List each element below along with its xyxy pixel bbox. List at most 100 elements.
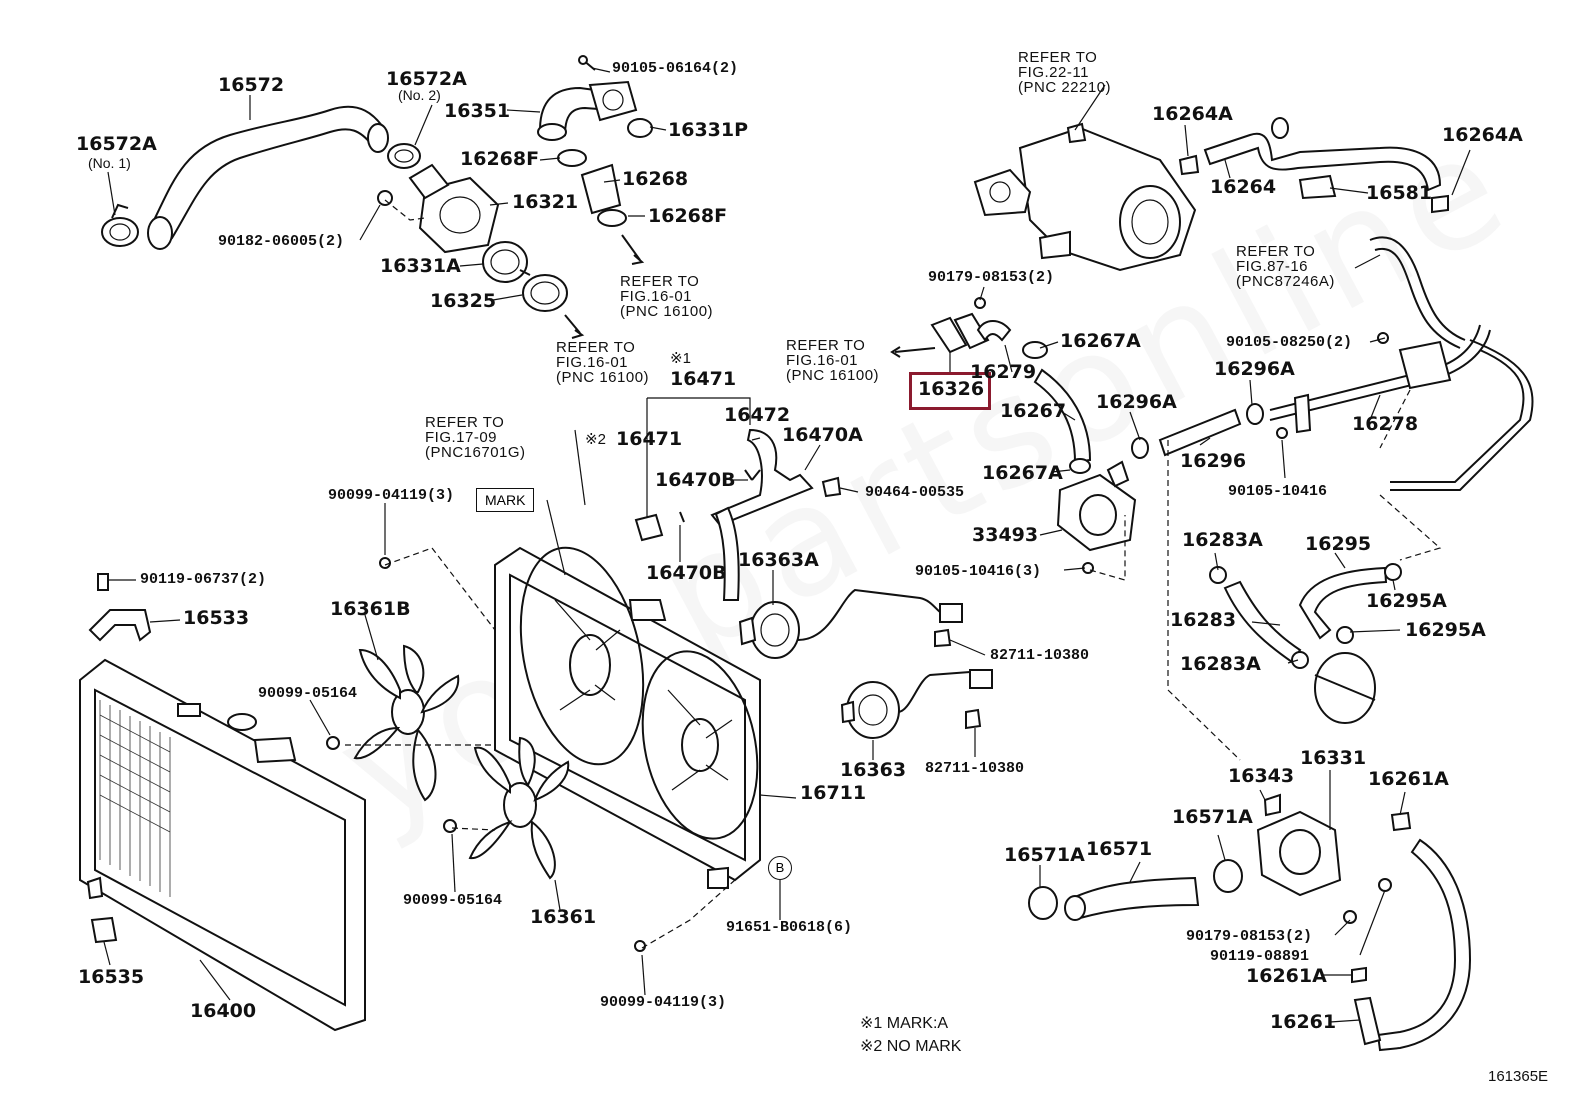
throttle-body-drawing: [973, 122, 1197, 272]
label-16331: 16331: [1300, 747, 1367, 769]
label-16295: 16295: [1305, 533, 1372, 555]
hose-16470A-drawing: [710, 428, 842, 601]
partno-90105-10416-b: 90105-10416: [1228, 483, 1328, 500]
label-16470B-b: 16470B: [646, 562, 727, 584]
label-16267A-bot: 16267A: [982, 462, 1063, 484]
outlet-16331-drawing: [1256, 793, 1392, 924]
partno-90179-08153-a: 90179-08153(2): [928, 269, 1055, 286]
label-16351: 16351: [444, 100, 511, 122]
label-no2: (No. 2): [398, 87, 441, 103]
partno-82711-10380-a: 82711-10380: [990, 647, 1090, 664]
label-16470B-a: 16470B: [655, 469, 736, 491]
label-16261: 16261: [1270, 1011, 1337, 1033]
label-16572: 16572: [218, 74, 285, 96]
label-16363A: 16363A: [738, 549, 819, 571]
footnote-1: ※1 MARK:A: [860, 1015, 949, 1032]
label-16267: 16267: [1000, 400, 1067, 422]
figure-id: 161365E: [1488, 1068, 1549, 1085]
footnote-2: ※2 NO MARK: [860, 1038, 962, 1055]
fan-motor-16363-drawing: [840, 669, 993, 739]
label-16264: 16264: [1210, 176, 1277, 198]
label-16343: 16343: [1228, 765, 1295, 787]
label-16535: 16535: [78, 966, 145, 988]
pipe-16351-drawing: [537, 55, 653, 141]
label-16268F-top: 16268F: [460, 148, 540, 170]
label-no1: (No. 1): [88, 155, 131, 171]
dashed-leader-lines: [345, 547, 736, 949]
partno-90105-08250: 90105-08250(2): [1226, 334, 1353, 351]
label-16283A-a: 16283A: [1182, 529, 1263, 551]
leader-lines: [103, 67, 1471, 1023]
label-16283: 16283: [1170, 609, 1237, 631]
radiator-16400-drawing: [79, 658, 366, 1032]
label-16572A-no1: 16572A: [76, 133, 157, 155]
mark-1-symbol: ※1: [670, 350, 691, 367]
fasteners-drawing: [326, 557, 646, 952]
thermostat-16331A-drawing: [482, 241, 585, 339]
label-16295A-b: 16295A: [1405, 619, 1486, 641]
label-33493: 33493: [972, 524, 1039, 546]
label-16331A: 16331A: [380, 255, 461, 277]
label-16533: 16533: [183, 607, 250, 629]
label-16264A-a: 16264A: [1152, 103, 1233, 125]
partno-90099-05164-a: 90099-05164: [258, 685, 358, 702]
hose-16267-drawing: [1022, 341, 1092, 474]
label-16296A-b: 16296A: [1214, 358, 1295, 380]
partno-91651-B0618: 91651-B0618(6): [726, 919, 853, 936]
highlight-frame-16326: [909, 372, 991, 410]
label-16321: 16321: [512, 191, 579, 213]
label-16325: 16325: [430, 290, 497, 312]
gasket-16326-drawing: [890, 297, 1012, 358]
fan-16361B-drawing: [353, 644, 460, 802]
label-16361B: 16361B: [330, 598, 411, 620]
partno-90119-08891: 90119-08891: [1210, 948, 1310, 965]
label-16279: 16279: [970, 361, 1037, 383]
fan-16361-drawing: [468, 736, 570, 880]
label-16472: 16472: [724, 404, 791, 426]
label-16296A-a: 16296A: [1096, 391, 1177, 413]
cap-16535-drawing: [90, 916, 118, 944]
label-16571: 16571: [1086, 838, 1153, 860]
label-16267A-top: 16267A: [1060, 330, 1141, 352]
hose-16572-drawing: [147, 105, 389, 250]
clamp-16572A-no2-drawing: [387, 143, 421, 169]
label-16261A-a: 16261A: [1368, 768, 1449, 790]
hoses-16283-16295-drawing: [1209, 563, 1402, 724]
bracket-16471-drawing: [634, 397, 751, 542]
label-16283A-b: 16283A: [1180, 653, 1261, 675]
label-16571A-b: 16571A: [1004, 844, 1085, 866]
label-16268: 16268: [622, 168, 689, 190]
partno-90179-08153-b: 90179-08153(2): [1186, 928, 1313, 945]
fan-shroud-16711-drawing: [494, 546, 761, 889]
clamp-16572A-no1-drawing: [101, 203, 139, 247]
fan-motor-16363A-drawing: [738, 588, 963, 659]
partno-90464-00535: 90464-00535: [865, 484, 965, 501]
partno-90099-05164-b: 90099-05164: [403, 892, 503, 909]
partno-90182-06005: 90182-06005(2): [218, 233, 345, 250]
label-16326: 16326: [918, 378, 985, 400]
partno-90105-10416-a: 90105-10416(3): [915, 563, 1042, 580]
partno-82711-10380-b: 82711-10380: [925, 760, 1025, 777]
label-16711: 16711: [800, 782, 867, 804]
label-16264A-b: 16264A: [1442, 124, 1523, 146]
hose-16571-drawing: [1028, 859, 1243, 921]
pipe-16268-drawing: [557, 149, 645, 265]
partno-90119-06737: 90119-06737(2): [140, 571, 267, 588]
label-16331P: 16331P: [668, 119, 749, 141]
label-16296: 16296: [1180, 450, 1247, 472]
label-16400: 16400: [190, 1000, 257, 1022]
label-16361: 16361: [530, 906, 597, 928]
label-16268F-bot: 16268F: [648, 205, 728, 227]
label-16571A-a: 16571A: [1172, 806, 1253, 828]
label-16470A: 16470A: [782, 424, 863, 446]
label-16471-top: 16471: [670, 368, 737, 390]
partno-90099-04119-a: 90099-04119(3): [328, 487, 455, 504]
label-16581: 16581: [1366, 182, 1433, 204]
partno-90105-06164: 90105-06164(2): [612, 60, 739, 77]
